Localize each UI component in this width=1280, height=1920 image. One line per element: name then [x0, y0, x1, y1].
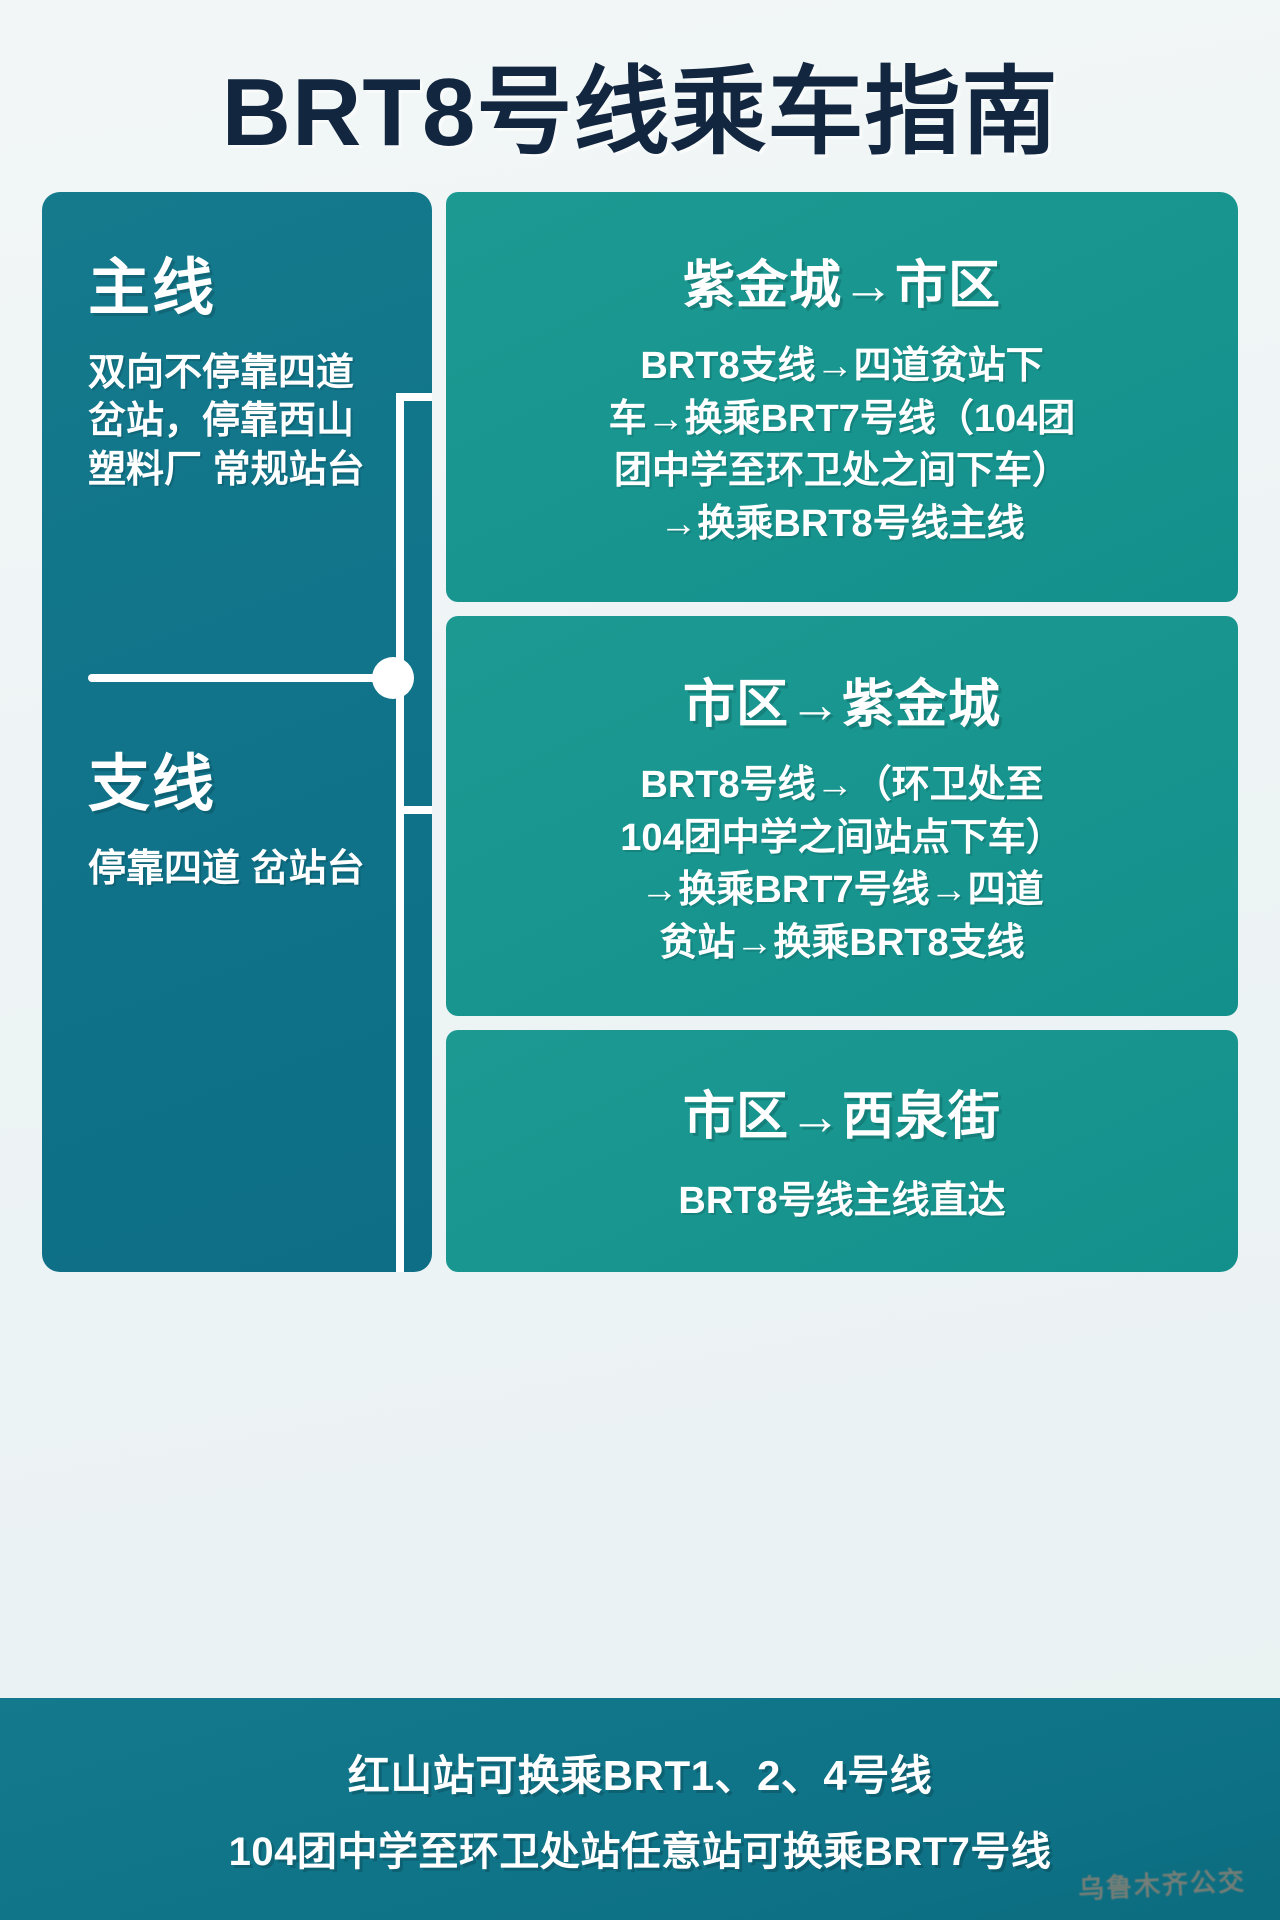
- route-card: 市区→西泉街 BRT8号线主线直达: [446, 1029, 1238, 1272]
- connector-branch-lower: [396, 673, 432, 814]
- watermark: 乌鲁木齐公交: [1077, 1865, 1247, 1905]
- route-body: BRT8号线主线直达: [472, 1175, 1212, 1227]
- mainline-block: 主线 双向不停靠四道 岔站，停靠西山 塑料厂 常规站台: [88, 253, 398, 495]
- branchline-heading: 支线: [88, 749, 217, 819]
- route-body-line: 贫站→换乘BRT8支线: [659, 921, 1025, 964]
- route-title: 紫金城→市区: [682, 257, 1001, 316]
- route-body-line: BRT8支线→四道贫站下: [640, 345, 1044, 388]
- mainline-desc-line-3: 塑料厂: [88, 448, 203, 491]
- route-body-line: BRT8号线主线直达: [678, 1179, 1006, 1222]
- route-body-line: 团中学至环卫处之间下车）: [613, 450, 1070, 493]
- header: BRT8号线乘车指南: [0, 0, 1280, 192]
- transfer-notes-footer: 红山站可换乘BRT1、2、4号线 104团中学至环卫处站任意站可换乘BRT7号线…: [0, 1698, 1280, 1920]
- mainline-desc-line-1: 双向不停靠四道: [88, 351, 355, 394]
- guide-board: 主线 双向不停靠四道 岔站，停靠西山 塑料厂 常规站台 支线 停靠四道 岔站台: [42, 191, 1238, 1272]
- route-body: BRT8号线→（环卫处至 104团中学之间站点下车） →换乘BRT7号线→四道 …: [472, 759, 1212, 969]
- page-title: BRT8号线乘车指南: [221, 59, 1059, 166]
- panel-divider: [88, 673, 388, 682]
- footer-note-line: 104团中学至环卫处站任意站可换乘BRT7号线: [228, 1829, 1052, 1874]
- footer-note-line: 红山站可换乘BRT1、2、4号线: [347, 1751, 933, 1799]
- branchline-description: 停靠四道 岔站台: [88, 845, 398, 894]
- route-list: 紫金城→市区 BRT8支线→四道贫站下 车→换乘BRT7号线（104团 团中学至…: [432, 191, 1238, 1272]
- line-type-panel: 主线 双向不停靠四道 岔站，停靠西山 塑料厂 常规站台 支线 停靠四道 岔站台: [42, 191, 432, 1272]
- route-card: 市区→紫金城 BRT8号线→（环卫处至 104团中学之间站点下车） →换乘BRT…: [446, 615, 1238, 1016]
- route-body: BRT8支线→四道贫站下 车→换乘BRT7号线（104团 团中学至环卫处之间下车…: [472, 340, 1212, 550]
- mainline-heading: 主线: [88, 253, 217, 323]
- circle-node-icon: [372, 656, 414, 699]
- branchline-desc-line-1: 停靠四道: [88, 847, 241, 890]
- route-body-line: →换乘BRT7号线→四道: [640, 869, 1044, 912]
- route-body-line: BRT8号线→（环卫处至: [640, 764, 1044, 807]
- route-title: 市区→紫金城: [682, 676, 1001, 735]
- route-title: 市区→西泉街: [682, 1087, 1001, 1146]
- branchline-block: 支线 停靠四道 岔站台: [88, 749, 398, 894]
- route-body-line: 车→换乘BRT7号线（104团: [608, 397, 1076, 440]
- mainline-desc-line-2: 岔站，停靠西山: [88, 400, 355, 443]
- connector-branch-upper: [396, 392, 432, 682]
- route-body-line: 104团中学之间站点下车）: [620, 816, 1064, 859]
- branchline-desc-line-2: 岔站台: [250, 847, 365, 890]
- route-body-line: →换乘BRT8号线主线: [659, 502, 1025, 545]
- route-card: 紫金城→市区 BRT8支线→四道贫站下 车→换乘BRT7号线（104团 团中学至…: [446, 191, 1238, 602]
- mainline-description: 双向不停靠四道 岔站，停靠西山 塑料厂 常规站台: [88, 349, 398, 495]
- mainline-desc-line-4: 常规站台: [212, 448, 365, 491]
